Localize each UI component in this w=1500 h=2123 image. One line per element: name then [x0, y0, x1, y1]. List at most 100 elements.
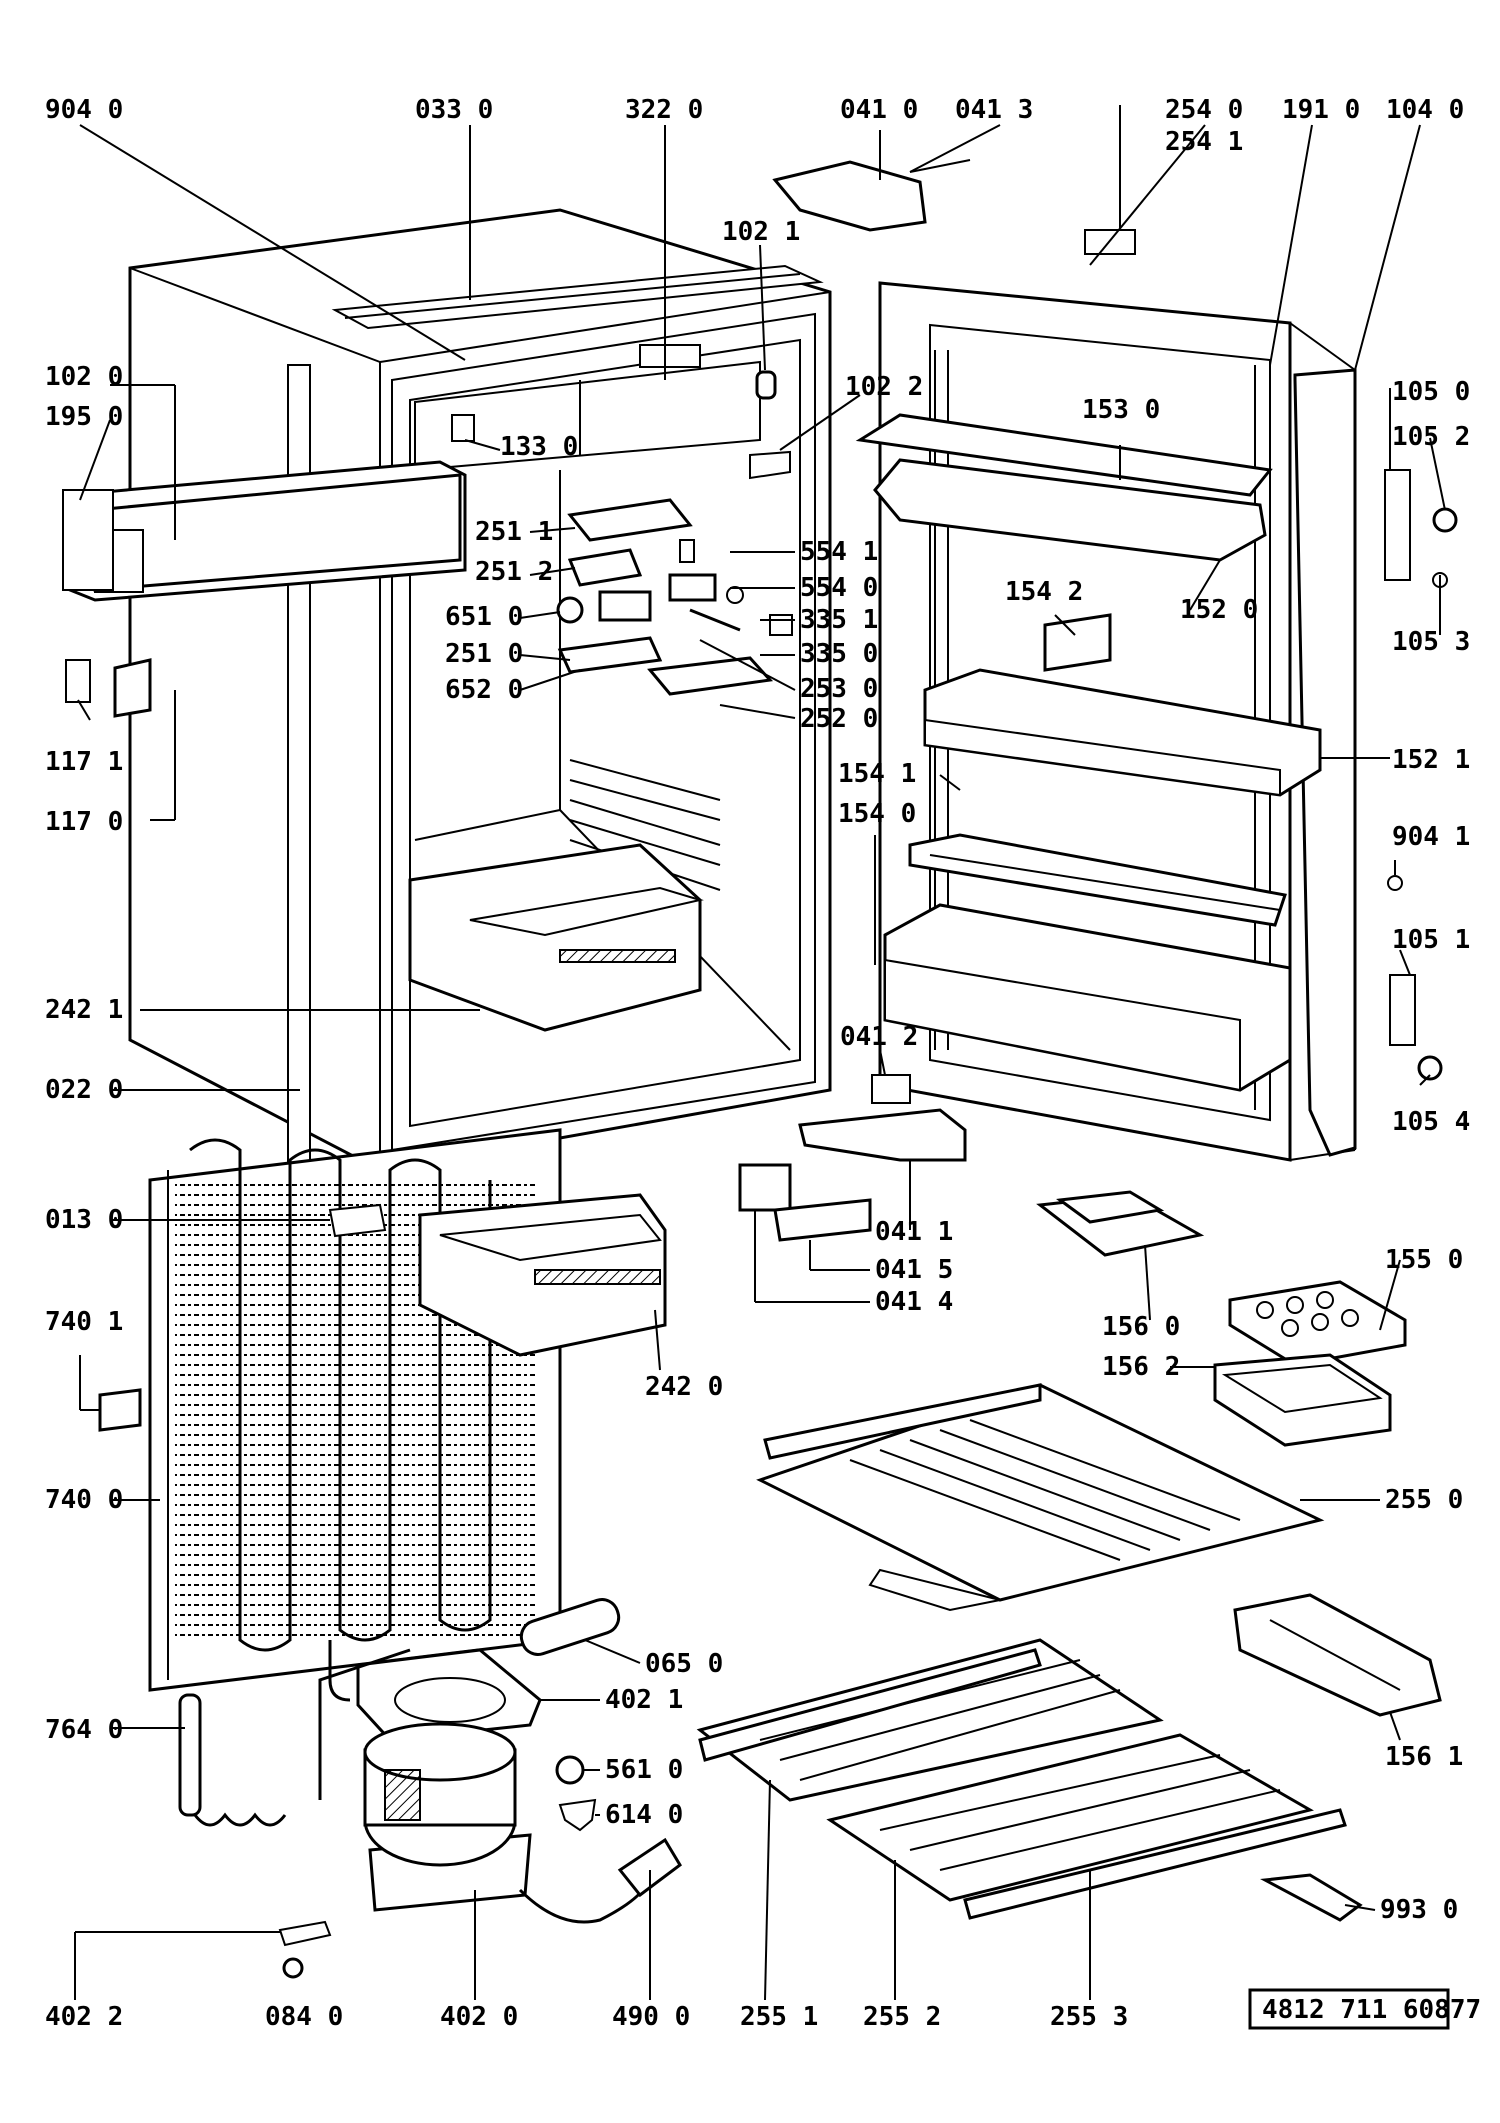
- callout-117-1: 117 1: [45, 747, 123, 777]
- document-number: 4812 711 60877: [1262, 1995, 1481, 2025]
- callout-490-0: 490 0: [612, 2002, 690, 2032]
- callout-740-0: 740 0: [45, 1485, 123, 1515]
- callout-156-0: 156 0: [1102, 1312, 1180, 1342]
- scraper: [1260, 1873, 1363, 1922]
- thermostat-lamp-assembly: [451, 344, 793, 696]
- hinge-top: [772, 159, 971, 232]
- bottle-rack: [908, 833, 1287, 927]
- mount-plate: [328, 1203, 387, 1238]
- callout-105-0: 105 0: [1392, 377, 1470, 407]
- callout-152-1: 152 1: [1392, 745, 1470, 775]
- callout-740-1: 740 1: [45, 1307, 123, 1337]
- clip: [278, 1920, 332, 1947]
- callout-013-0: 013 0: [45, 1205, 123, 1235]
- callout-041-5: 041 5: [875, 1255, 953, 1285]
- callout-104-0: 104 0: [1386, 95, 1464, 125]
- callout-156-2: 156 2: [1102, 1352, 1180, 1382]
- callout-153-0: 153 0: [1082, 395, 1160, 425]
- callout-033-0: 033 0: [415, 95, 493, 125]
- filter-drier: [178, 1693, 287, 1827]
- compressor-cradle: [356, 1648, 542, 1742]
- callout-253-0: 253 0: [800, 674, 878, 704]
- callout-904-1: 904 1: [1392, 822, 1470, 852]
- callout-251-1: 251 1: [475, 517, 553, 547]
- handle-strip: [62, 460, 467, 602]
- refrigerant-pipe: [318, 1640, 411, 1800]
- callout-335-0: 335 0: [800, 639, 878, 669]
- butter-dish: [1036, 1190, 1205, 1257]
- callout-335-1: 335 1: [800, 605, 878, 635]
- glass-shelf-lower-rear: [826, 1733, 1314, 1902]
- callout-254-1: 254 1: [1165, 127, 1243, 157]
- callout-102-2: 102 2: [845, 372, 923, 402]
- callout-105-1: 105 1: [1392, 925, 1470, 955]
- callout-105-4: 105 4: [1392, 1107, 1470, 1137]
- callout-402-2: 402 2: [45, 2002, 123, 2032]
- callout-191-0: 191 0: [1282, 95, 1360, 125]
- foot: [282, 1957, 304, 1979]
- callout-251-0: 251 0: [445, 639, 523, 669]
- power-cord: [518, 1879, 652, 1924]
- callout-041-0: 041 0: [840, 95, 918, 125]
- callout-614-0: 614 0: [605, 1800, 683, 1830]
- shelf-clip: [1043, 613, 1112, 672]
- callout-102-0: 102 0: [45, 362, 123, 392]
- callout-133-0: 133 0: [500, 432, 578, 462]
- crisper-drawer-inside: [408, 843, 704, 1032]
- callout-252-0: 252 0: [800, 704, 878, 734]
- callout-041-4: 041 4: [875, 1287, 953, 1317]
- document-number-box: 4812 711 60877: [1248, 1988, 1481, 2030]
- callout-554-0: 554 0: [800, 573, 878, 603]
- callout-554-1: 554 1: [800, 537, 878, 567]
- leader-lines: [74, 105, 1446, 2001]
- callout-993-0: 993 0: [1380, 1895, 1458, 1925]
- relay-block: [98, 1388, 142, 1432]
- callout-402-0: 402 0: [440, 2002, 518, 2032]
- crisper-drawer: [418, 1193, 667, 1357]
- callout-242-1: 242 1: [45, 995, 123, 1025]
- callout-651-0: 651 0: [445, 602, 523, 632]
- callout-105-3: 105 3: [1392, 627, 1470, 657]
- callout-242-0: 242 0: [645, 1372, 723, 1402]
- callout-255-2: 255 2: [863, 2002, 941, 2032]
- capillary-sleeve: [519, 1598, 621, 1656]
- callout-065-0: 065 0: [645, 1649, 723, 1679]
- callout-117-0: 117 0: [45, 807, 123, 837]
- callout-154-0: 154 0: [838, 799, 916, 829]
- callout-652-0: 652 0: [445, 675, 523, 705]
- callout-764-0: 764 0: [45, 1715, 123, 1745]
- hinge-small-parts: [65, 658, 152, 718]
- callout-155-0: 155 0: [1385, 1245, 1463, 1275]
- callout-254-0: 254 0: [1165, 95, 1243, 125]
- callout-154-1: 154 1: [838, 759, 916, 789]
- callout-255-1: 255 1: [740, 2002, 818, 2032]
- callout-084-0: 084 0: [265, 2002, 343, 2032]
- door-bin-bottom: [883, 903, 1292, 1092]
- callout-041-3: 041 3: [955, 95, 1033, 125]
- shelf-trim: [963, 1808, 1347, 1920]
- door-bin-middle: [923, 668, 1322, 797]
- callout-251-2: 251 2: [475, 557, 553, 587]
- callout-041-2: 041 2: [840, 1022, 918, 1052]
- callout-561-0: 561 0: [605, 1755, 683, 1785]
- overload-protector: [558, 1798, 597, 1832]
- small-tray: [1213, 1353, 1392, 1447]
- callout-195-0: 195 0: [45, 402, 123, 432]
- callout-041-1: 041 1: [875, 1217, 953, 1247]
- callout-904-0: 904 0: [45, 95, 123, 125]
- callout-154-2: 154 2: [1005, 577, 1083, 607]
- glass-shelf-lower-front: [696, 1638, 1164, 1802]
- hinge-bottom: [738, 1074, 967, 1242]
- callout-255-3: 255 3: [1050, 2002, 1128, 2032]
- callout-156-1: 156 1: [1385, 1742, 1463, 1772]
- grommet: [555, 1755, 585, 1785]
- callout-402-1: 402 1: [605, 1685, 683, 1715]
- glass-shelf-upper: [756, 1383, 1325, 1612]
- callout-322-0: 322 0: [625, 95, 703, 125]
- callout-255-0: 255 0: [1385, 1485, 1463, 1515]
- callout-105-2: 105 2: [1392, 422, 1470, 452]
- callout-152-0: 152 0: [1180, 595, 1258, 625]
- plug: [617, 1837, 682, 1898]
- egg-tray: [1228, 1280, 1407, 1367]
- callout-102-1: 102 1: [722, 217, 800, 247]
